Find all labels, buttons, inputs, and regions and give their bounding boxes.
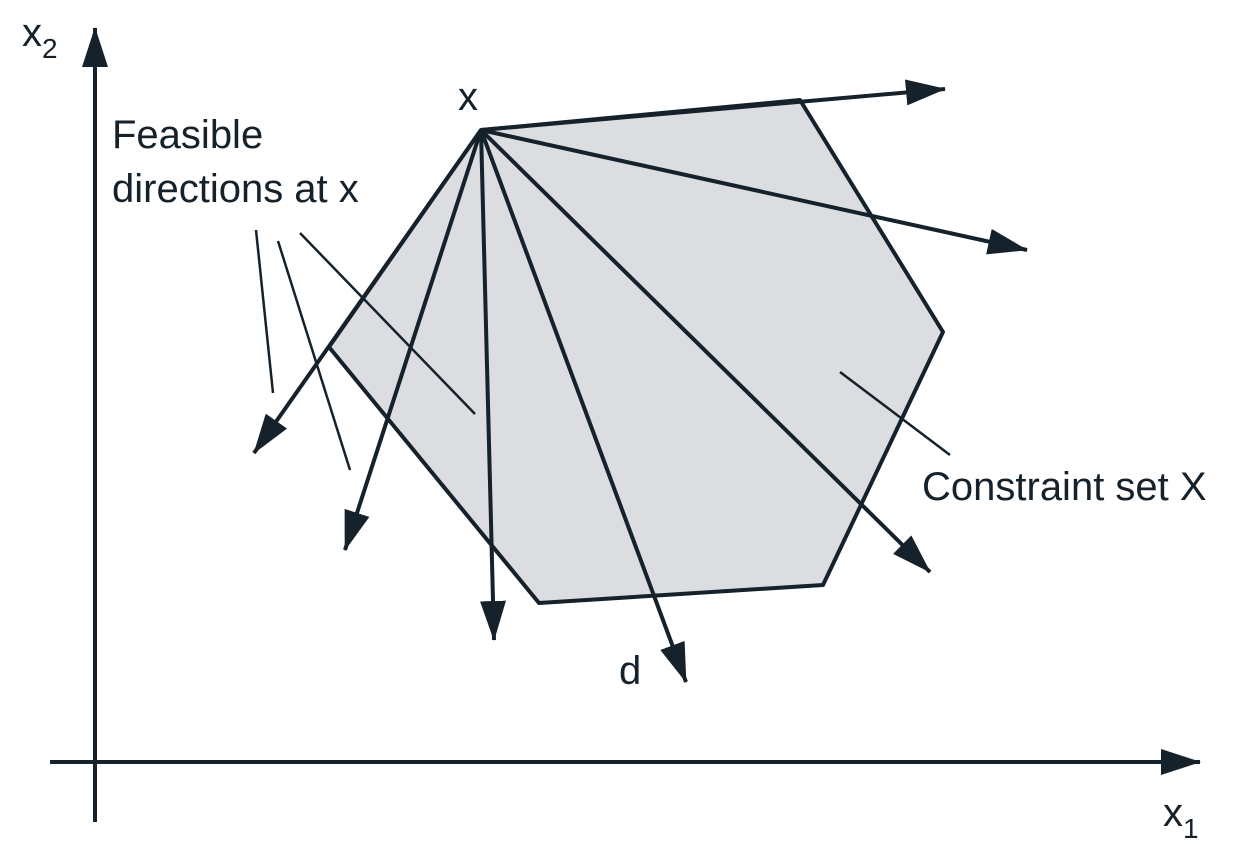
feasible-leader-line-3: [299, 232, 476, 415]
x1-axis-label: x1: [1163, 791, 1199, 844]
direction-arrow-southwest: [252, 128, 483, 455]
constraint-set-polygon: [327, 98, 945, 605]
x1-axis-subscript: 1: [1183, 813, 1199, 844]
feasible-directions-label-line2: directions at x: [112, 167, 359, 211]
x2-axis-subscript: 2: [42, 33, 58, 64]
feasible-leader-line-2: [276, 240, 352, 471]
feasible-leader-line-1: [254, 229, 275, 394]
leader-lines: [254, 229, 951, 471]
point-x-label: x: [458, 75, 478, 119]
direction-d-label: d: [619, 649, 641, 693]
direction-arrow-southeast: [479, 128, 932, 574]
direction-arrow-east-southeast: [480, 128, 1028, 255]
direction-arrow-south-southwest: [343, 129, 483, 551]
direction-arrow-east: [480, 79, 946, 132]
x2-axis-label: x2: [22, 11, 58, 64]
constraint-leader-line: [839, 371, 951, 456]
direction-arrow-d: [479, 129, 688, 683]
direction-arrow-south: [479, 129, 507, 641]
feasible-direction-arrows: [252, 79, 1028, 683]
constraint-set-label: Constraint set X: [922, 465, 1207, 509]
feasible-directions-label-line1: Feasible: [112, 113, 263, 157]
